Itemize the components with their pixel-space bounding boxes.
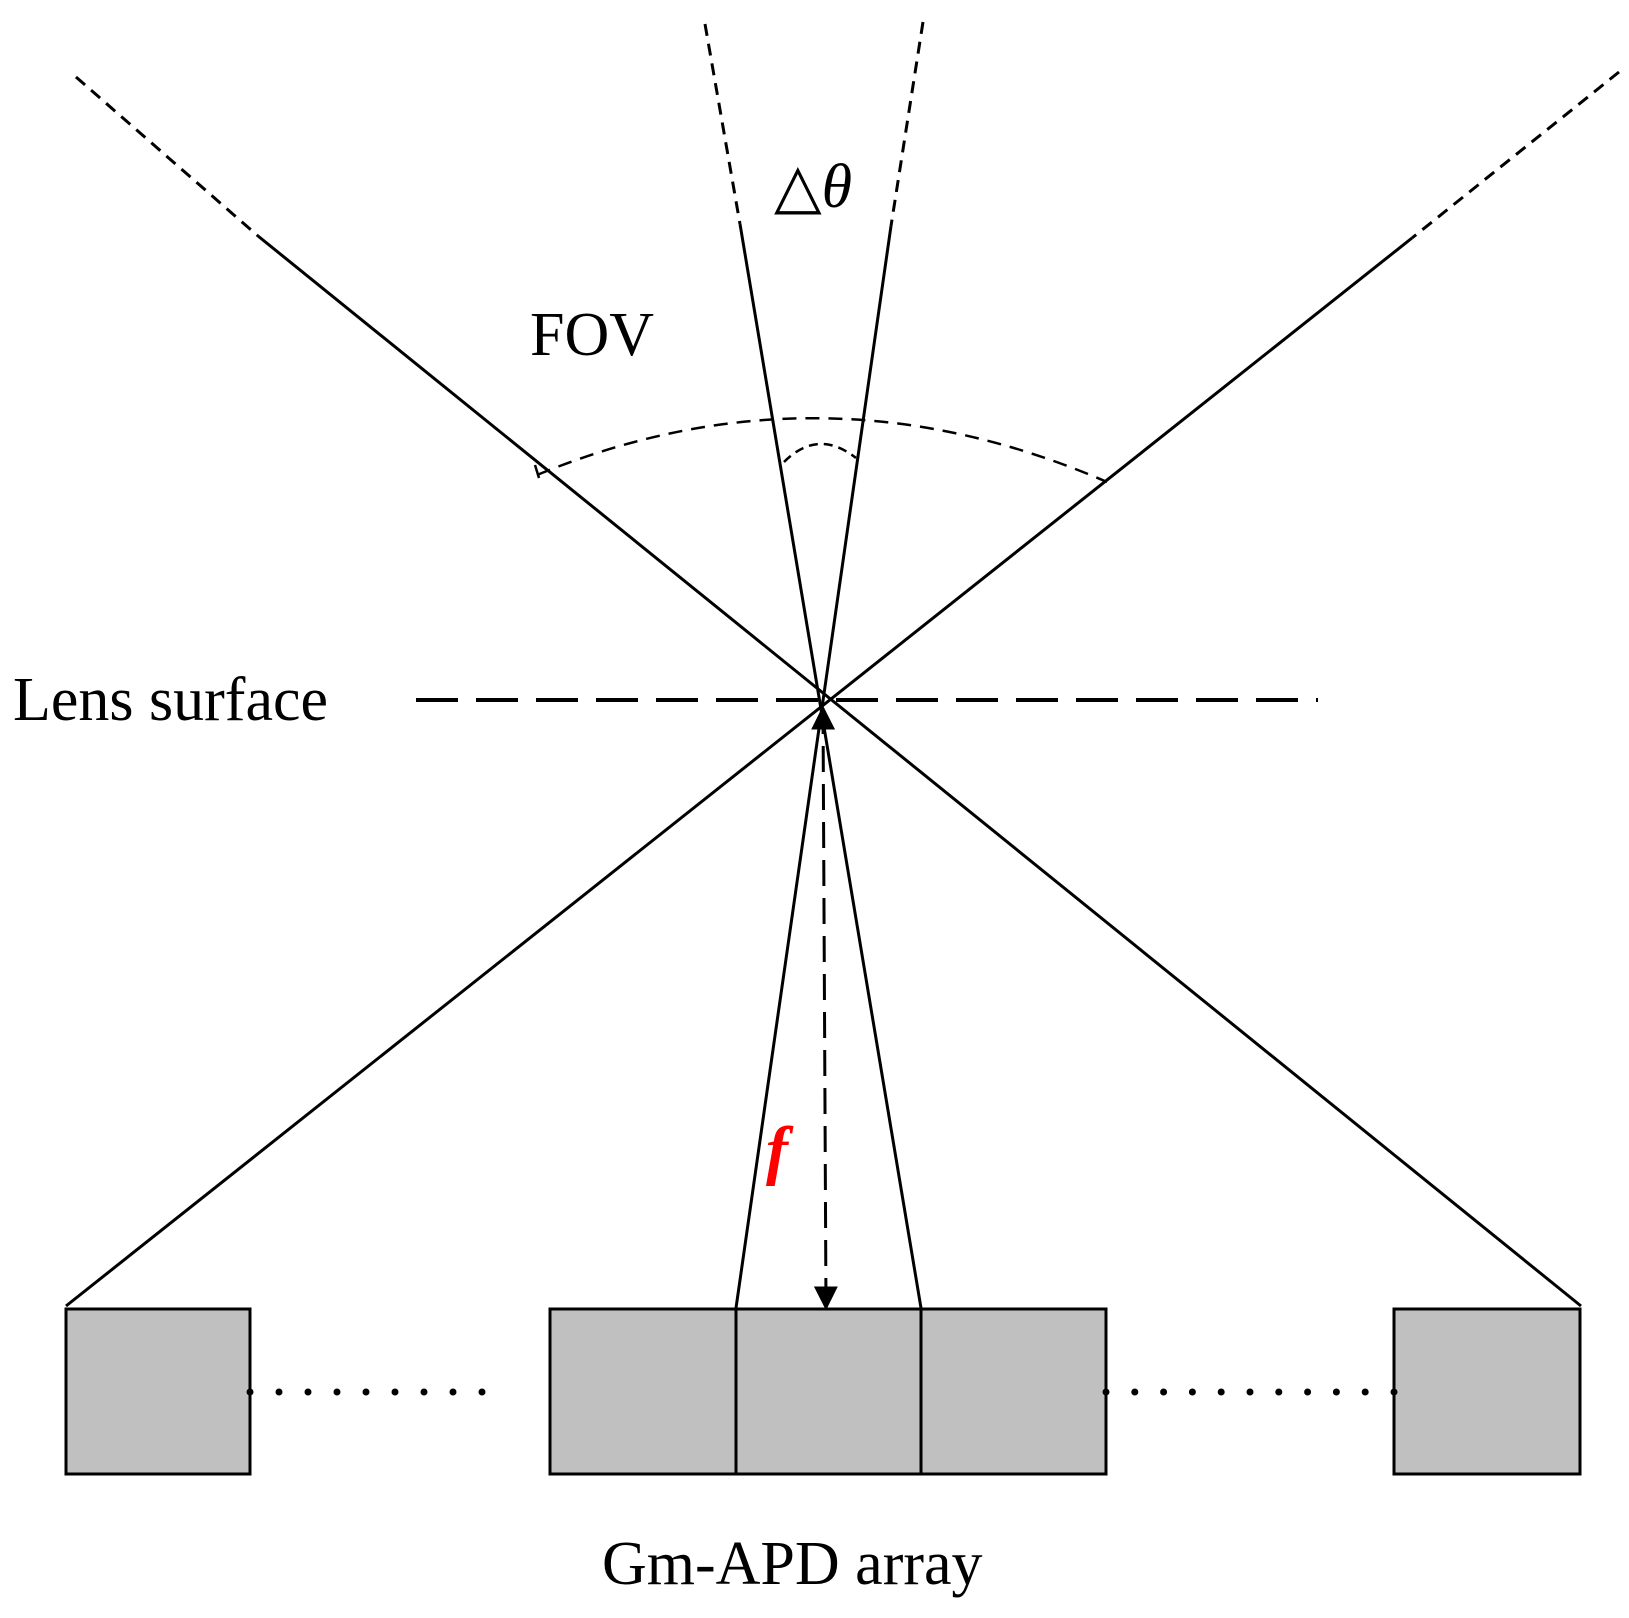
detector-pixel-center-left bbox=[548, 1307, 738, 1476]
ifov-ray-right-extension bbox=[889, 21, 925, 227]
fov-arc-tick-left bbox=[533, 464, 541, 479]
ifov-ray-right bbox=[734, 225, 893, 1309]
detector-pixel-center bbox=[734, 1307, 923, 1476]
ifov-ray-left-extension bbox=[703, 23, 742, 225]
delta-theta-label: △θ bbox=[774, 153, 852, 221]
detector-pixel-last bbox=[1392, 1307, 1582, 1476]
fov-ray-right-extension bbox=[1411, 70, 1620, 240]
fov-ray-left bbox=[257, 234, 1582, 1308]
detector-pixel-center-right bbox=[919, 1307, 1108, 1476]
focal-length-arrow bbox=[811, 705, 838, 1311]
fov-ray-right bbox=[65, 236, 1413, 1308]
fov-angle-arc bbox=[536, 416, 1108, 484]
fov-label: FOV bbox=[530, 301, 654, 369]
detector-pixel-first bbox=[64, 1307, 252, 1476]
array-label: Gm-APD array bbox=[602, 1530, 983, 1598]
fov-ray-left-extension bbox=[75, 75, 259, 238]
focal-length-label: f bbox=[766, 1114, 794, 1187]
delta-theta-arc bbox=[783, 442, 857, 463]
lens-surface-label: Lens surface bbox=[13, 666, 328, 734]
